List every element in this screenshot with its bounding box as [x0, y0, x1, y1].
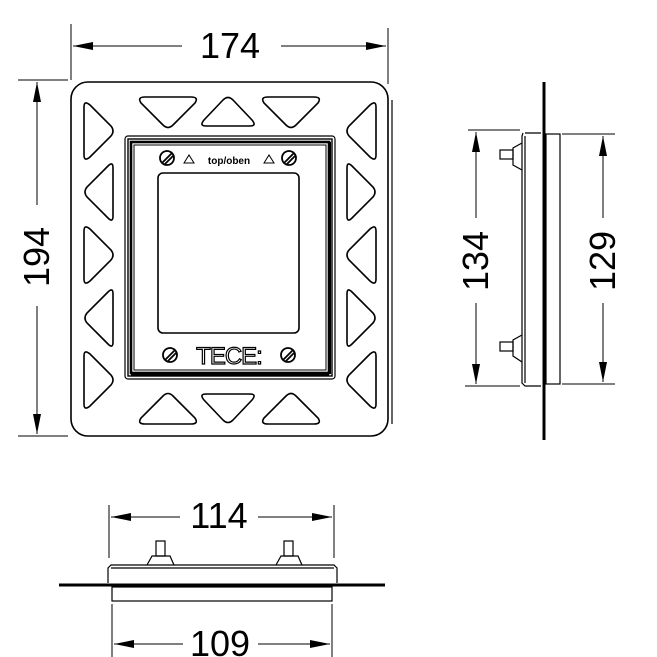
- dimension-label-134: 134: [455, 231, 496, 291]
- up-triangle-icon: [183, 154, 195, 164]
- bottom-stud-right: [275, 540, 303, 566]
- height-dimension-129: 129: [562, 133, 623, 385]
- bottom-view: 114 109: [59, 495, 385, 657]
- screw-icon: [280, 347, 296, 363]
- triangle-cutouts-bottom: [138, 392, 321, 425]
- display-window: [157, 172, 300, 334]
- dimension-label-129: 129: [582, 231, 623, 291]
- outer-plate: [70, 81, 389, 437]
- dimension-label-194: 194: [16, 227, 57, 287]
- triangle-cutouts-left: [83, 102, 114, 409]
- height-dimension-194: 194: [16, 79, 68, 437]
- dimension-label-174: 174: [200, 25, 260, 66]
- screw-icon: [159, 150, 175, 166]
- width-dimension-114: 114: [108, 495, 335, 558]
- side-frame: [521, 132, 541, 387]
- bottom-frame: [107, 564, 338, 583]
- width-dimension-109: 109: [111, 604, 333, 657]
- screw-icon: [281, 150, 297, 166]
- inner-frame: [124, 135, 336, 380]
- dimension-label-109: 109: [190, 623, 250, 657]
- triangle-cutouts-top: [138, 96, 321, 129]
- dimension-label-114: 114: [190, 495, 247, 536]
- side-view: 134 129: [455, 82, 623, 440]
- up-triangle-icon: [263, 154, 275, 164]
- orientation-marker: top/oben: [183, 154, 275, 167]
- side-stud-bottom: [499, 334, 523, 363]
- screws: [159, 150, 297, 363]
- orientation-label: top/oben: [208, 156, 250, 167]
- screw-icon: [162, 347, 178, 363]
- front-view: 174 194: [16, 24, 393, 437]
- width-dimension-174: 174: [70, 24, 389, 84]
- triangle-cutouts-right: [346, 102, 377, 409]
- height-dimension-134: 134: [455, 129, 520, 387]
- bottom-stud-left: [146, 540, 175, 566]
- side-stud-top: [499, 142, 523, 171]
- brand-logo: TECE:: [196, 343, 262, 370]
